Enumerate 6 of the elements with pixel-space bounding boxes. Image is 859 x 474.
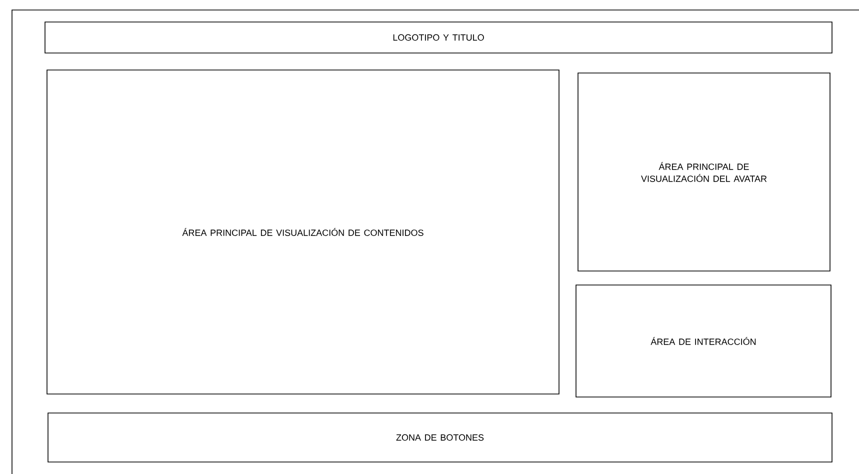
button-bar: ZONA DE BOTONES xyxy=(48,412,832,462)
avatar-area: ÁREA PRINCIPAL DE VISUALIZACIÓN DEL AVATAR xyxy=(578,72,830,272)
content-area: ÁREA PRINCIPAL DE VISUALIZACIÓN DE CONTENIDOS xyxy=(46,70,560,394)
title-bar: LOGOTIPO Y TITULO xyxy=(44,22,832,54)
interaction-area: ÁREA DE INTERACCIÓN xyxy=(576,284,832,398)
page-frame xyxy=(12,10,859,474)
